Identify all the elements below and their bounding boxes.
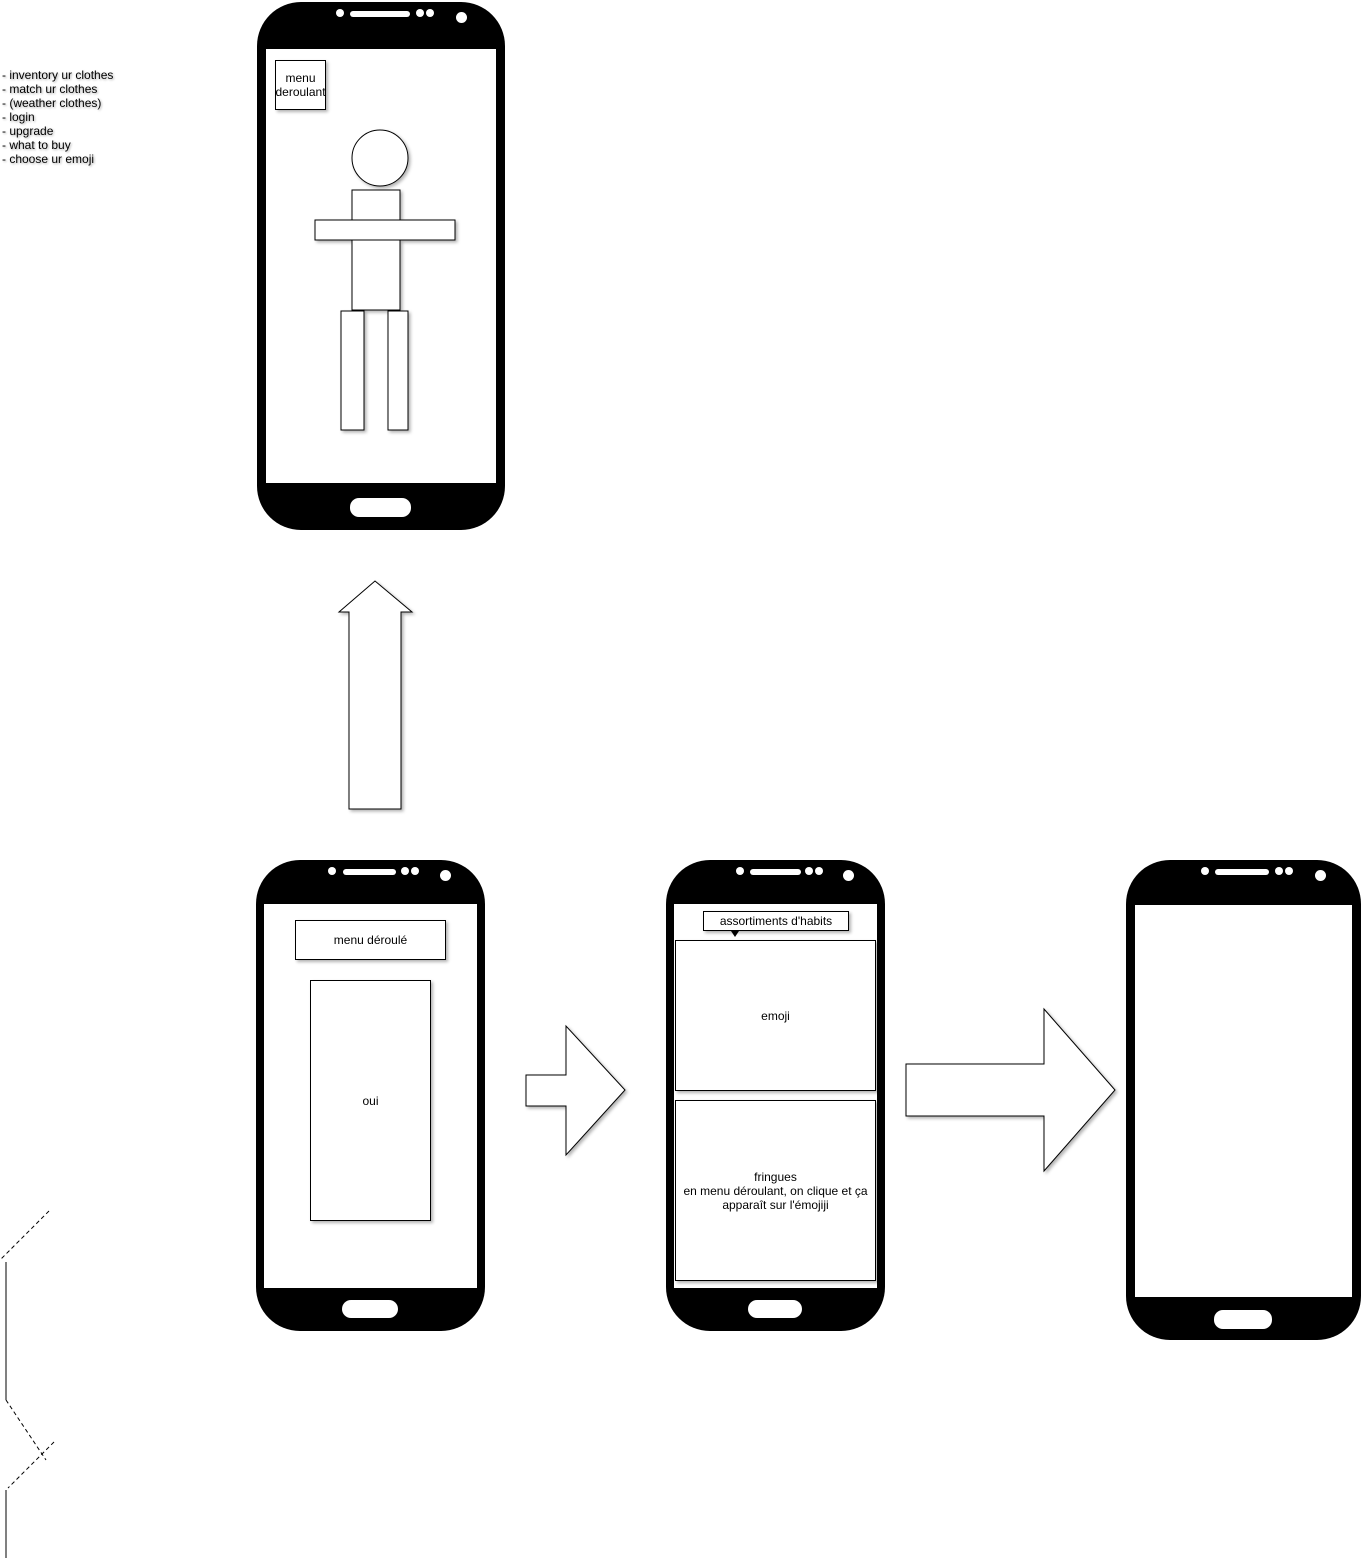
avatar-torso (351, 189, 401, 311)
caret-down-icon (731, 931, 739, 937)
sensor-icon (736, 867, 744, 875)
home-button[interactable] (748, 1300, 802, 1318)
home-button[interactable] (1214, 1310, 1272, 1329)
content-label: oui (362, 1093, 379, 1108)
feature-item: - inventory ur clothes (2, 68, 114, 82)
sensor-icon (411, 867, 419, 875)
camera-icon (456, 12, 467, 23)
camera-icon (440, 870, 451, 881)
right-arrow (525, 1024, 626, 1157)
sensor-icon (328, 867, 336, 875)
outfit-dropdown[interactable]: assortiments d'habits (703, 911, 849, 931)
emoji-panel: emoji (675, 940, 876, 1091)
dropdown-menu[interactable]: menu déroulé (295, 920, 446, 960)
sensor-icon (1275, 867, 1283, 875)
sensor-icon (416, 9, 424, 17)
content-panel: oui (310, 980, 431, 1221)
emoji-label: emoji (761, 1008, 790, 1023)
sensor-icon (426, 9, 434, 17)
feature-item: - what to buy (2, 138, 71, 152)
sensor-icon (401, 867, 409, 875)
clothes-label-line1: fringues (754, 1169, 797, 1184)
phone-screen (1135, 905, 1352, 1297)
home-button[interactable] (350, 498, 411, 517)
avatar-right-leg (387, 310, 409, 431)
sensor-icon (805, 867, 813, 875)
avatar-left-leg (340, 310, 365, 431)
feature-item: - choose ur emoji (2, 152, 95, 166)
earpiece-icon (1215, 869, 1269, 875)
up-arrow (337, 580, 414, 810)
feature-item: - login (2, 110, 35, 124)
sensor-icon (1201, 867, 1209, 875)
connector-lines (0, 1210, 55, 1558)
feature-item: - match ur clothes (2, 82, 98, 96)
earpiece-icon (343, 869, 396, 875)
avatar-figure (314, 129, 456, 431)
feature-item: - (weather clothes) (2, 96, 102, 110)
phone-blank-screen (1126, 860, 1361, 1340)
feature-item: - upgrade (2, 124, 54, 138)
camera-icon (843, 870, 854, 881)
feature-list: - inventory ur clothes - match ur clothe… (2, 68, 113, 166)
clothes-label-line3: apparaît sur l'émojiji (722, 1197, 829, 1212)
menu-label-line1: menu (285, 71, 316, 85)
outfit-dropdown-label: assortiments d'habits (719, 914, 833, 928)
clothes-panel[interactable]: fringues en menu déroulant, on clique et… (675, 1100, 876, 1281)
menu-button[interactable]: menu deroulant (275, 60, 326, 110)
avatar-arms (314, 219, 456, 241)
clothes-label-line2: en menu déroulant, on clique et ça (683, 1183, 868, 1198)
right-arrow (905, 1007, 1116, 1173)
earpiece-icon (750, 869, 801, 875)
dropdown-menu-label: menu déroulé (333, 933, 408, 947)
sensor-icon (336, 9, 344, 17)
avatar-head (351, 129, 409, 187)
sensor-icon (815, 867, 823, 875)
sensor-icon (1285, 867, 1293, 875)
menu-label-line2: deroulant (275, 85, 326, 99)
camera-icon (1315, 870, 1326, 881)
home-button[interactable] (342, 1300, 398, 1318)
earpiece-icon (350, 11, 410, 17)
